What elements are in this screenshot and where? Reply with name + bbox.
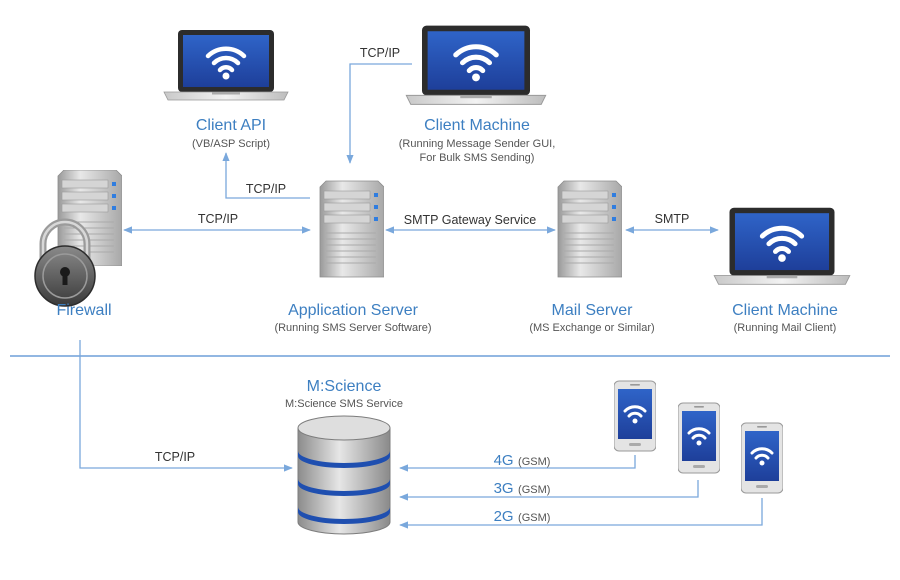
client-machine-top-subtitle-2: For Bulk SMS Sending)	[419, 152, 535, 164]
database-icon	[297, 415, 391, 535]
application-server-icon	[319, 180, 384, 278]
smartphone-3g-icon	[678, 402, 720, 474]
edge-label-2g: 2G (GSM)	[494, 508, 551, 526]
edge-label-4g-suffix: (GSM)	[518, 456, 551, 468]
edge-label-smtp-gateway: SMTP Gateway Service	[403, 213, 537, 227]
edge-label-api-tcpip: TCP/IP	[245, 182, 287, 196]
edge-app-server-to-client-api	[222, 152, 310, 199]
client-machine-laptop-icon	[406, 26, 546, 105]
edge-label-2g-suffix: (GSM)	[518, 512, 551, 524]
firewall-title: Firewall	[56, 302, 112, 319]
mscience-title: M:Science	[306, 378, 382, 395]
client-api-title: Client API	[195, 117, 267, 134]
mscience-subtitle: M:Science SMS Service	[285, 398, 403, 410]
edge-firewall-to-mscience	[79, 340, 293, 472]
edge-label-3g-suffix: (GSM)	[518, 484, 551, 496]
client-machine-right-subtitle: (Running Mail Client)	[733, 322, 837, 334]
client-machine-right-title: Client Machine	[732, 302, 838, 319]
client-machine-mail-laptop-icon	[714, 208, 850, 285]
edge-4g	[399, 455, 636, 472]
smartphone-2g-icon	[741, 422, 783, 494]
application-server-title: Application Server	[288, 302, 418, 319]
mail-server-title: Mail Server	[551, 302, 633, 319]
mail-server-icon	[557, 180, 622, 278]
client-machine-top-subtitle-1: (Running Message Sender GUI,	[398, 138, 556, 150]
edge-label-3g-speed: 3G	[493, 480, 514, 497]
edge-2g	[399, 498, 763, 529]
edge-label-4g: 4G (GSM)	[494, 452, 551, 470]
application-server-subtitle: (Running SMS Server Software)	[274, 322, 432, 334]
smartphone-4g-icon	[614, 380, 656, 452]
client-machine-top-title: Client Machine	[424, 117, 530, 134]
edge-label-top-tcpip: TCP/IP	[359, 46, 401, 60]
edge-label-bottom-tcpip: TCP/IP	[154, 450, 196, 464]
edge-label-4g-speed: 4G	[493, 452, 514, 469]
padlock-icon	[34, 218, 96, 307]
edge-label-firewall-tcpip: TCP/IP	[197, 212, 239, 226]
mail-server-subtitle: (MS Exchange or Similar)	[529, 322, 655, 334]
edge-client-machine-to-app-server	[346, 63, 412, 164]
client-api-subtitle: (VB/ASP Script)	[191, 138, 271, 150]
client-api-laptop-icon	[164, 30, 288, 100]
edge-label-smtp: SMTP	[654, 212, 690, 226]
edge-label-2g-speed: 2G	[493, 508, 514, 525]
edge-3g	[399, 480, 699, 501]
edge-label-3g: 3G (GSM)	[494, 480, 551, 498]
